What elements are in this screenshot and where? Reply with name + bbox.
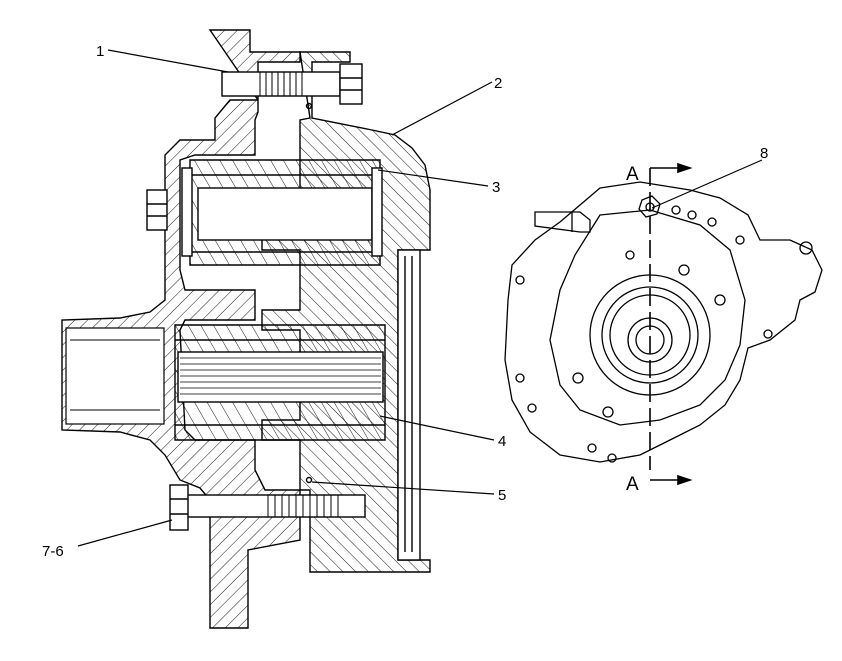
top-bolt — [221, 63, 363, 105]
callout-8: 8 — [760, 145, 768, 162]
section-mark-top: A — [626, 164, 639, 185]
callout-3: 3 — [492, 179, 500, 196]
upper-oring — [305, 102, 313, 110]
upper-bushing-left — [181, 167, 193, 257]
spline-teeth — [180, 357, 381, 395]
callout-2: 2 — [494, 75, 502, 92]
inlet-tube — [534, 211, 591, 233]
leader-lines — [77, 49, 763, 547]
section-line — [649, 162, 693, 486]
cover-plate — [397, 249, 421, 561]
spline-shaft — [177, 351, 384, 403]
left-bolt-head — [146, 189, 168, 231]
callout-7-6: 7-6 — [42, 543, 64, 560]
bottom-bolt — [169, 484, 366, 531]
upper-gear-bore — [197, 187, 373, 241]
flange-housing — [61, 29, 301, 629]
front-view — [504, 181, 823, 463]
callout-1: 1 — [96, 43, 104, 60]
section-mark-bottom: A — [626, 474, 639, 495]
front-inner-plate — [549, 209, 746, 426]
callout-5: 5 — [498, 487, 506, 504]
plug-hex — [638, 195, 661, 218]
shaft-bore — [65, 327, 165, 425]
gear-outer-ring — [601, 286, 699, 384]
front-outline — [504, 181, 823, 463]
lower-oring — [305, 476, 313, 484]
callout-4: 4 — [498, 433, 506, 450]
section-view — [61, 29, 431, 629]
upper-bushing-right — [371, 167, 383, 257]
bolt-holes — [515, 205, 813, 463]
